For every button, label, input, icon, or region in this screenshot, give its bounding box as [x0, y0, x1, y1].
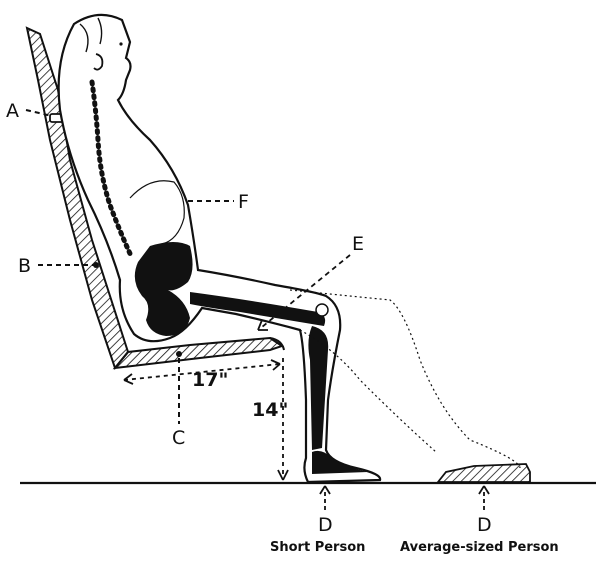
- label-f: F: [238, 191, 249, 213]
- seat-height-value: 14": [252, 399, 288, 421]
- label-d-average: D: [477, 514, 492, 536]
- knee-cap: [316, 304, 328, 316]
- eye: [119, 42, 122, 45]
- caption-short-person: Short Person: [270, 540, 365, 555]
- label-d-short: D: [318, 514, 333, 536]
- pointer-b-dot: [93, 262, 99, 268]
- label-e: E: [352, 233, 364, 255]
- footrest: [438, 464, 530, 482]
- label-a: A: [6, 100, 19, 122]
- label-b: B: [18, 255, 31, 277]
- chair-seat: [115, 338, 282, 368]
- pointer-c-dot: [176, 351, 182, 357]
- body-outline: [59, 15, 381, 482]
- seat-depth-value: 17": [192, 369, 228, 391]
- seat-depth-arrow-left: [124, 374, 133, 384]
- caption-average-person: Average-sized Person: [400, 540, 559, 555]
- label-c: C: [172, 427, 185, 449]
